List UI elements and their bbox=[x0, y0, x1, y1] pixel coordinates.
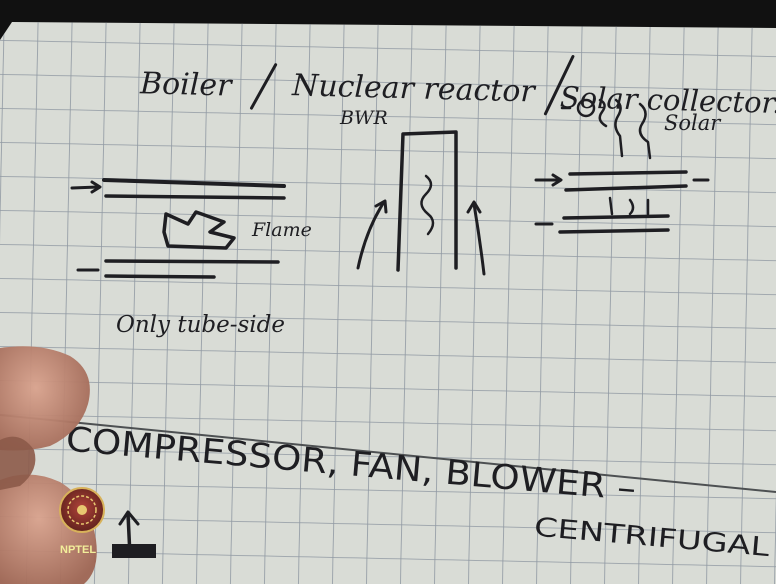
collector-plate-4 bbox=[560, 230, 668, 232]
collector-plate-1 bbox=[570, 172, 686, 174]
logo-center bbox=[77, 505, 87, 515]
tube-bottom-lower bbox=[106, 276, 214, 277]
tube-bottom-upper bbox=[106, 261, 278, 262]
base-block bbox=[112, 544, 156, 558]
tube-top-lower bbox=[106, 196, 284, 198]
bwr-label: BWR bbox=[339, 107, 388, 129]
flame-label: Flame bbox=[251, 219, 312, 241]
heading-nuclear: Nuclear reactor bbox=[291, 68, 537, 109]
solar-label: Solar bbox=[664, 111, 722, 135]
collector-plate-3 bbox=[564, 216, 668, 218]
logo-text: NPTEL bbox=[60, 544, 96, 556]
tube-side-label: Only tube-side bbox=[116, 312, 285, 338]
heading-boiler: Boiler bbox=[139, 66, 234, 103]
inlet-arrow-top bbox=[72, 187, 98, 188]
